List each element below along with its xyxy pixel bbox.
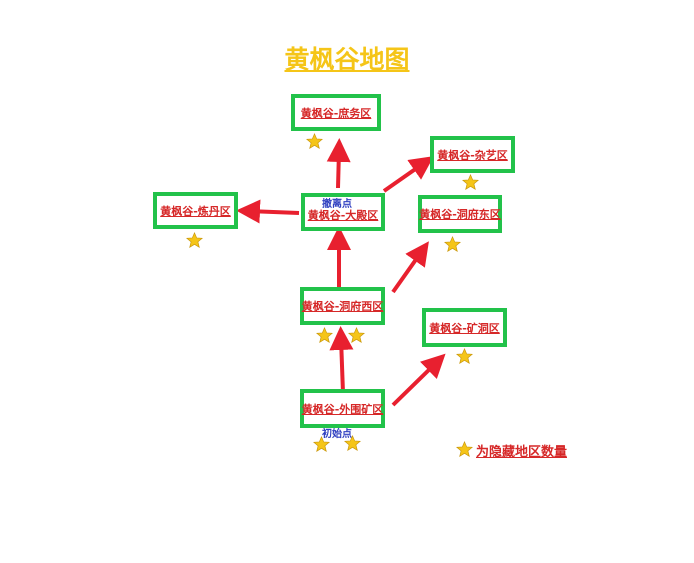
area-dongfudong-label: 黄枫谷-洞府东区 [419, 208, 501, 221]
map-title: 黄枫谷地图 [284, 45, 410, 74]
area-liandan: 黄枫谷-炼丹区 [153, 192, 238, 229]
area-zayi-label: 黄枫谷-杂艺区 [437, 148, 508, 162]
arrow-xi-to-dongfudong [391, 241, 429, 294]
arrow-dadian-to-shuwu [326, 138, 351, 189]
area-kuangdong-label: 黄枫谷-矿洞区 [429, 321, 500, 335]
star-icon [186, 232, 203, 249]
arrow-dadian-to-liandan [236, 199, 300, 224]
start-point-label: 初始点 [322, 429, 352, 440]
area-dongfuxi-label: 黄枫谷-洞府西区 [301, 300, 384, 313]
area-dadian-label: 黄枫谷-大殿区 [307, 209, 379, 222]
area-shuwu: 黄枫谷-庶务区 [291, 94, 381, 131]
star-icon [344, 435, 361, 452]
area-waiwei-label: 黄枫谷-外围矿区 [301, 402, 384, 416]
star-icon [456, 348, 473, 365]
area-zayi: 黄枫谷-杂艺区 [430, 136, 515, 173]
area-dongfuxi: 黄枫谷-洞府西区 [300, 287, 385, 325]
star-icon [444, 236, 461, 253]
arrow-waiwei-to-kuangdong [391, 353, 446, 407]
legend-star-icon [456, 441, 473, 458]
area-liandan-label: 黄枫谷-炼丹区 [160, 204, 231, 218]
area-kuangdong: 黄枫谷-矿洞区 [422, 308, 507, 347]
area-dadian: 黄枫谷-大殿区 [301, 193, 385, 231]
area-dongfudong: 黄枫谷-洞府东区 [418, 195, 502, 233]
area-waiwei: 黄枫谷-外围矿区 [300, 389, 385, 428]
star-icon [306, 133, 323, 150]
star-icon [462, 174, 479, 191]
star-icon [313, 436, 330, 453]
star-icon [316, 327, 333, 344]
area-shuwu-label: 黄枫谷-庶务区 [300, 106, 372, 120]
evac-point-label: 撤离点 [322, 199, 352, 210]
legend-label: 为隐藏地区数量 [476, 445, 568, 460]
arrow-waiwei-to-xi [329, 326, 354, 394]
arrow-dadian-to-zayi [382, 156, 434, 193]
star-icon [348, 327, 365, 344]
